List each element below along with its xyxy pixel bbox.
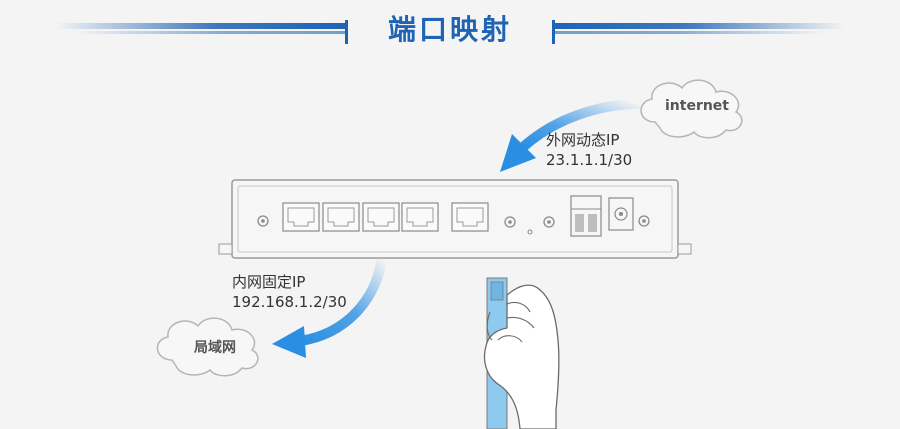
header-bar-right bbox=[552, 20, 845, 44]
wan-label: 外网动态IP bbox=[546, 131, 620, 149]
wan-info: 外网动态IP 23.1.1.1/30 bbox=[546, 130, 632, 170]
lan-cloud-icon bbox=[156, 317, 259, 377]
internet-cloud-icon bbox=[640, 79, 743, 139]
hand-icon bbox=[483, 284, 560, 429]
internet-cloud-label: internet bbox=[664, 98, 729, 114]
lan-cloud-label: 局域网 bbox=[194, 340, 236, 356]
ethernet-port-icon bbox=[401, 202, 439, 232]
wan-ip: 23.1.1.1/30 bbox=[546, 151, 633, 169]
ethernet-port-icon bbox=[451, 202, 489, 232]
lan-info: 内网固定IP 192.168.1.2/30 bbox=[232, 272, 347, 312]
page-title: 端口映射 bbox=[387, 13, 512, 46]
lan-ip: 192.168.1.2/30 bbox=[232, 293, 347, 311]
ethernet-port-icon bbox=[282, 202, 320, 232]
arrow-icon bbox=[500, 99, 641, 172]
lan-label: 内网固定IP bbox=[232, 273, 306, 291]
ethernet-port-icon bbox=[322, 202, 360, 232]
header-bar-left bbox=[55, 20, 348, 44]
ethernet-port-icon bbox=[362, 202, 400, 232]
arrow-icon bbox=[272, 257, 387, 358]
